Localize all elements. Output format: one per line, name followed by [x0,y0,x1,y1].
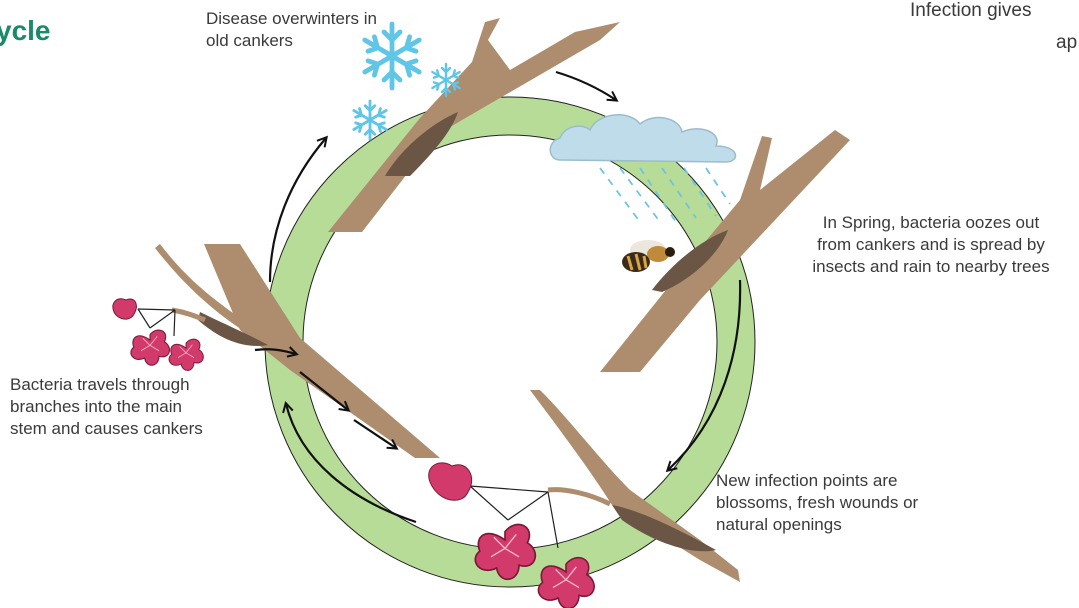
blossom-icon [113,299,203,371]
label-bacteria-travels: Bacteria travels through branches into t… [10,374,250,440]
top-right-text-line-1: Infection gives [910,0,1031,21]
top-right-text-line-2: ap [1056,32,1077,53]
cycle-ring [284,116,736,568]
label-spring: In Spring, bacteria oozes out from canke… [786,212,1076,278]
arrow-icon [556,72,616,100]
bee-icon [622,240,675,272]
label-overwinter: Disease overwinters in old cankers [206,8,446,52]
diagram-title: ycle [0,15,51,46]
label-infection-points: New infection points are blossoms, fresh… [716,470,986,536]
